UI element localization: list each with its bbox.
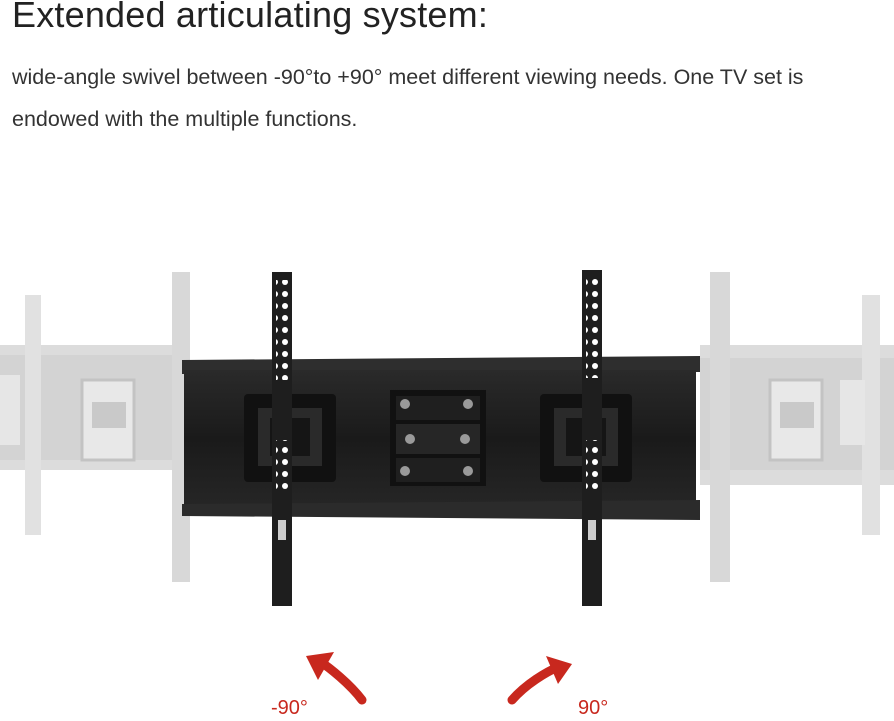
description-text: wide-angle swivel between -90°to +90° me…: [12, 65, 804, 131]
page-title: Extended articulating system:: [12, 0, 489, 35]
curved-arrow-up-left-icon: [306, 652, 367, 705]
ghost-mount-right: [700, 272, 894, 582]
angle-label-left: -90°: [271, 697, 308, 719]
curved-arrow-up-right-icon: [507, 656, 572, 705]
angle-label-right: 90°: [578, 697, 609, 719]
main-mount: [182, 270, 700, 606]
ghost-mount-left: [0, 272, 190, 582]
